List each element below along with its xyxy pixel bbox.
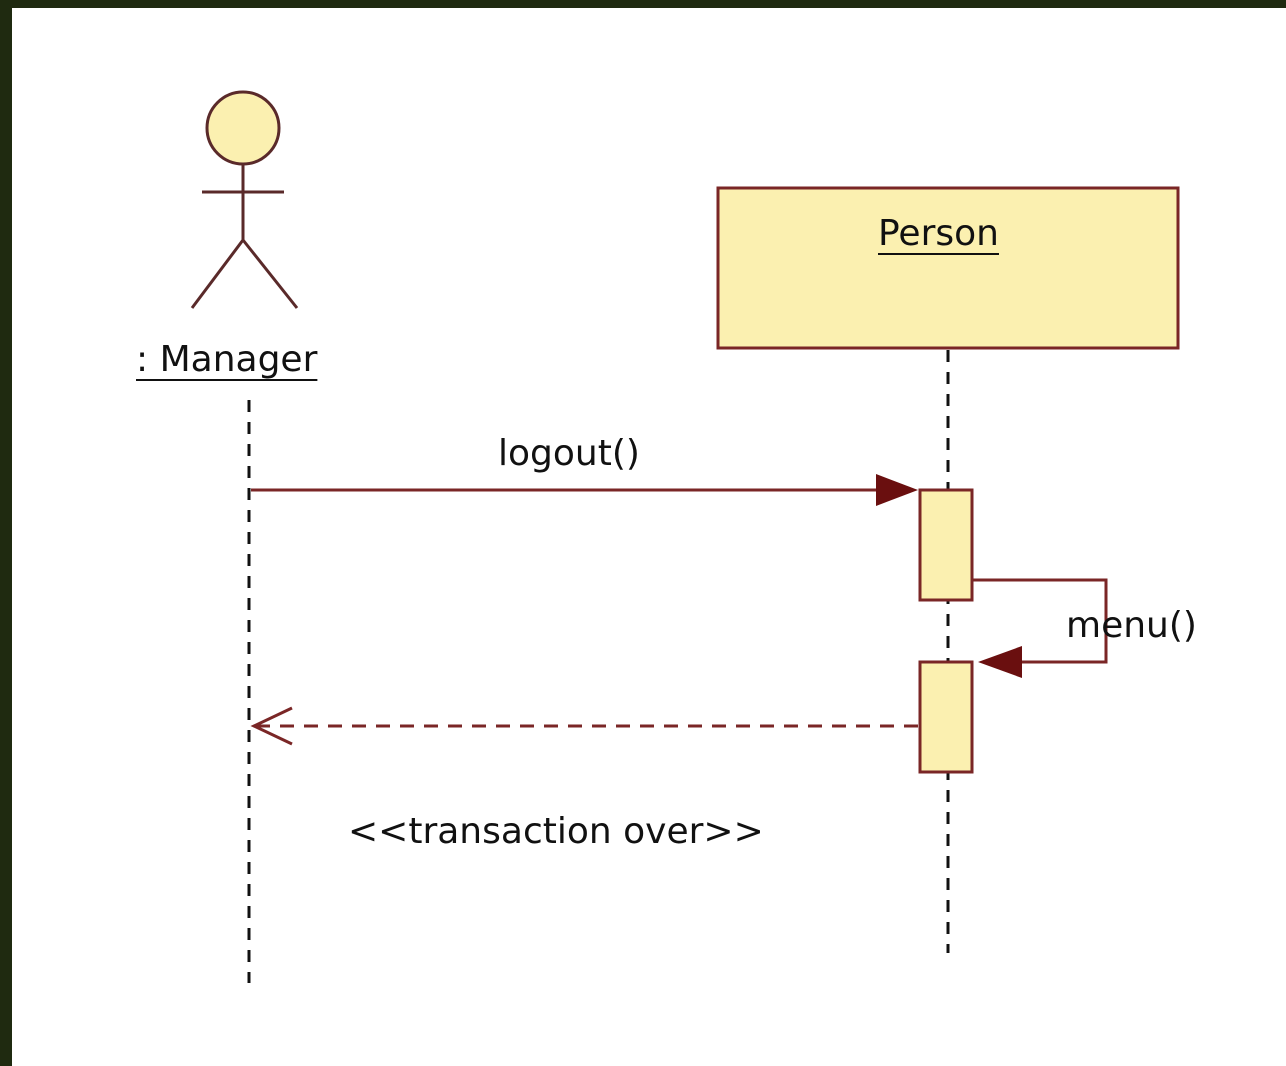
- object-box-person[interactable]: [716, 186, 1180, 350]
- activation-bar-2: [918, 660, 974, 774]
- object-name-label: Person: [878, 213, 999, 254]
- message-arrow-menu[interactable]: [972, 578, 1108, 678]
- return-message-label: <<transaction over>>: [348, 811, 764, 852]
- stick-figure-icon: [190, 90, 299, 309]
- return-arrow[interactable]: [250, 706, 918, 746]
- sequence-diagram: [190, 90, 1180, 983]
- message-label-logout: logout(): [498, 433, 640, 474]
- activation-bar-1: [918, 488, 974, 602]
- diagram-canvas: : Manager Person logout() menu() <<trans…: [12, 8, 1286, 1066]
- actor-name-label: : Manager: [136, 339, 318, 380]
- message-label-menu: menu(): [1066, 605, 1197, 646]
- message-arrow-logout[interactable]: [251, 474, 918, 506]
